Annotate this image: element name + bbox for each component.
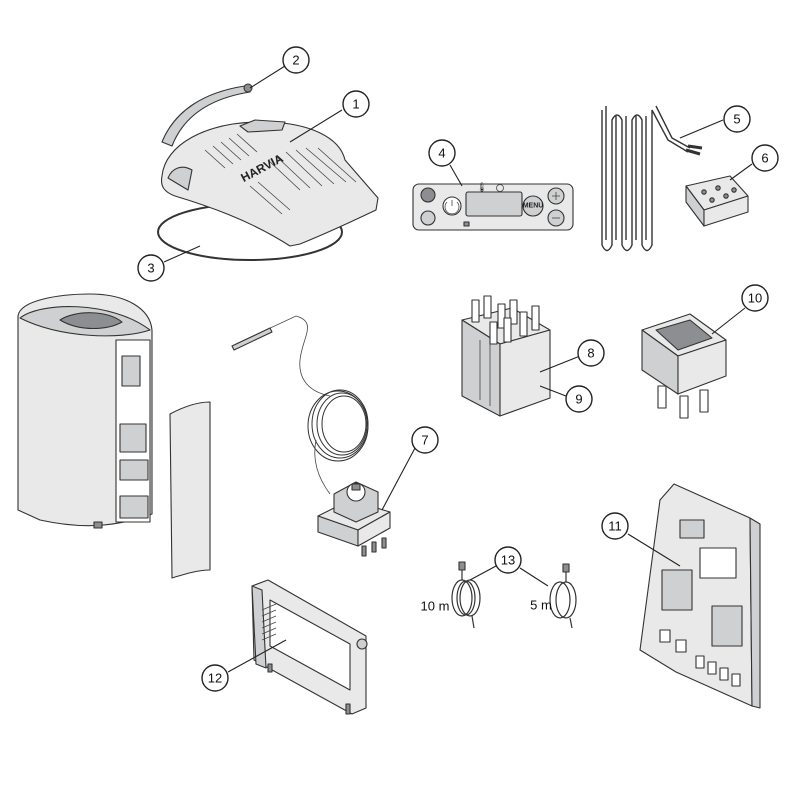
part-heater-cover-group: HARVIA xyxy=(157,83,379,261)
callout-11: 11 xyxy=(601,512,629,540)
svg-text:11: 11 xyxy=(608,519,622,534)
callout-4: 4 xyxy=(428,139,456,167)
side-panel xyxy=(169,401,211,579)
part-13-cable-short xyxy=(549,563,577,629)
menu-label: MENU xyxy=(523,203,544,210)
lock-icon xyxy=(463,221,470,227)
menu-button-graphic xyxy=(522,195,544,217)
part-4-control-panel: 🌡 MENU xyxy=(412,182,574,231)
callout-1: 1 xyxy=(342,90,370,118)
leader-lines xyxy=(163,65,753,673)
callout-7: 7 xyxy=(411,426,439,454)
heater-icon xyxy=(420,187,436,203)
heater-body xyxy=(17,293,153,529)
svg-text:10: 10 xyxy=(748,291,762,306)
part-10-rocker-switch xyxy=(641,313,727,419)
part-7-capillary-coil xyxy=(307,389,369,462)
svg-text:7: 7 xyxy=(421,433,428,448)
part-7-thermostat xyxy=(231,315,391,557)
callouts: 1 2 3 4 5 6 7 8 9 10 11 12 13 xyxy=(137,46,779,692)
callout-10: 10 xyxy=(741,284,769,312)
part-5-heating-elements xyxy=(601,105,703,252)
part-8-terminals xyxy=(471,295,540,345)
part-11-circuit-board xyxy=(639,483,761,709)
svg-text:8: 8 xyxy=(587,346,594,361)
part-12-spring xyxy=(261,603,277,641)
callout-2: 2 xyxy=(282,46,310,74)
part-13-cable-long xyxy=(451,561,481,629)
callout-13: 13 xyxy=(494,546,522,574)
callout-12: 12 xyxy=(201,664,229,692)
callout-8: 8 xyxy=(577,339,605,367)
callout-3: 3 xyxy=(137,254,165,282)
callout-6: 6 xyxy=(751,144,779,172)
svg-text:6: 6 xyxy=(761,151,768,166)
temperature-icon: 🌡 xyxy=(476,182,487,192)
svg-text:12: 12 xyxy=(208,671,222,686)
callout-9: 9 xyxy=(565,385,593,413)
svg-text:9: 9 xyxy=(575,392,582,407)
part-1-cover xyxy=(160,121,379,247)
part-1-vent-slots xyxy=(204,133,357,215)
cable-length-10m: 10 m xyxy=(421,599,450,614)
clock-icon xyxy=(496,184,504,192)
callout-5: 5 xyxy=(723,105,751,133)
part-2-screw xyxy=(243,83,253,93)
svg-text:1: 1 xyxy=(352,97,359,112)
svg-text:4: 4 xyxy=(438,146,445,161)
part-8-9-contactor xyxy=(461,295,551,417)
part-7-sensor-bulb xyxy=(231,327,273,351)
cable-length-5m: 5 m xyxy=(530,598,552,613)
svg-text:5: 5 xyxy=(733,112,740,127)
svg-text:2: 2 xyxy=(292,53,299,68)
svg-text:3: 3 xyxy=(147,261,154,276)
part-12-frame xyxy=(251,579,368,715)
part-6-terminal-block xyxy=(685,175,749,227)
light-icon xyxy=(420,210,436,226)
svg-text:13: 13 xyxy=(501,553,515,568)
